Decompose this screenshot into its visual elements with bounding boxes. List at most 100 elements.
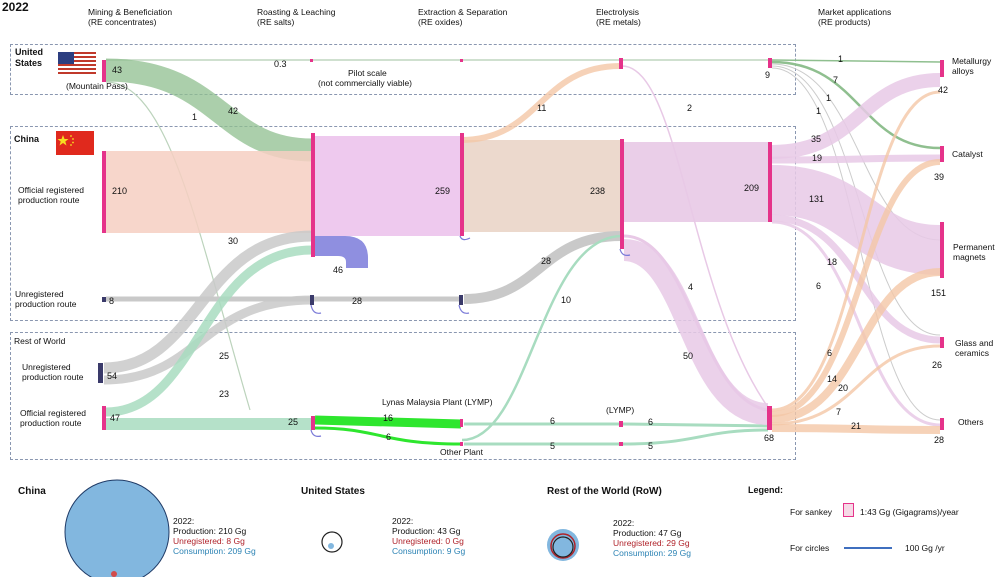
product-value-glass: 26 bbox=[932, 360, 943, 370]
legend-sankey-scale: 1:43 Gg (Gigagrams)/year bbox=[860, 507, 959, 517]
flow-loss bbox=[315, 236, 368, 268]
product-value-others: 28 bbox=[934, 435, 945, 445]
label-lynas: Lynas Malaysia Plant (LYMP) bbox=[382, 397, 493, 407]
legend-circle-line bbox=[844, 547, 892, 549]
flow-label: 43 bbox=[112, 65, 123, 75]
region-label-china: China bbox=[14, 134, 40, 144]
sankey-diagram bbox=[56, 52, 944, 446]
row-circle bbox=[547, 529, 579, 561]
flow-label: 28 bbox=[352, 296, 363, 306]
node-unreg-roast bbox=[310, 295, 314, 305]
summary-us: 2022: Production: 43 Gg Unregistered: 0 … bbox=[392, 516, 466, 556]
node-china-elec bbox=[620, 139, 624, 249]
flow-china-sep bbox=[464, 140, 621, 232]
flow-label: 209 bbox=[744, 183, 760, 193]
stage-header-extraction: Extraction & Separation(RE oxides) bbox=[418, 7, 508, 27]
flow-label: 7 bbox=[833, 75, 839, 85]
flow-label: 6 bbox=[648, 417, 654, 427]
flow-r-oth bbox=[771, 424, 941, 434]
flow-label: 7 bbox=[836, 407, 842, 417]
node-row-official bbox=[102, 406, 106, 430]
flow-label: 6 bbox=[550, 416, 556, 426]
flow-row-unreg-flow bbox=[103, 295, 313, 385]
flow-label: 1 bbox=[192, 112, 198, 122]
flow-label: 2 bbox=[687, 103, 693, 113]
node-china-products bbox=[768, 142, 772, 222]
flow-us-cat bbox=[771, 60, 941, 150]
label-pilot-2: (not commercially viable) bbox=[318, 78, 412, 88]
flow-label: 11 bbox=[537, 103, 547, 113]
flow-label: 16 bbox=[383, 413, 394, 423]
region-label-us: United States bbox=[15, 47, 43, 68]
legend-sankey-swatch bbox=[843, 503, 854, 517]
node-lynas bbox=[460, 419, 463, 427]
node-others bbox=[940, 418, 944, 430]
flow-label: 47 bbox=[110, 413, 121, 423]
flow-china-sep-to-row bbox=[622, 239, 770, 425]
flow-unreg-to-elec bbox=[463, 231, 622, 304]
flow-label: 50 bbox=[683, 351, 694, 361]
flow-label: 5 bbox=[648, 441, 654, 451]
flow-label: 68 bbox=[764, 433, 775, 443]
node-us-roast bbox=[310, 59, 313, 62]
flow-china-roast bbox=[315, 136, 461, 236]
node-glass bbox=[940, 337, 944, 348]
product-value-catalyst: 39 bbox=[934, 172, 945, 182]
us-flag-icon bbox=[58, 52, 96, 76]
flow-c-met bbox=[771, 73, 941, 159]
summary-row: 2022: Production: 47 Gg Unregistered: 29… bbox=[613, 518, 691, 558]
label-lymp: (LYMP) bbox=[606, 405, 635, 415]
flow-r-cat bbox=[771, 159, 941, 417]
node-us-sep bbox=[460, 59, 463, 62]
flow-label: 210 bbox=[112, 186, 128, 196]
node-china-sep bbox=[460, 133, 464, 236]
product-label-others: Others bbox=[958, 417, 984, 427]
node-china-unreg bbox=[102, 297, 106, 302]
node-magnets bbox=[940, 222, 944, 278]
legend-circle-scale: 100 Gg /yr bbox=[905, 543, 945, 553]
summary-title-china: China bbox=[18, 486, 46, 497]
flow-us-elec-to-row bbox=[621, 65, 771, 411]
flow-label: 14 bbox=[827, 374, 838, 384]
year-title: 2022 bbox=[2, 0, 29, 14]
node-metallurgy bbox=[940, 60, 944, 77]
node-catalyst bbox=[940, 146, 944, 162]
flow-label: 46 bbox=[333, 265, 344, 275]
flow-label: 0.3 bbox=[274, 59, 287, 69]
node-lymp bbox=[619, 421, 623, 427]
flow-r-glass bbox=[771, 344, 941, 426]
node-unreg-sep bbox=[459, 295, 463, 305]
legend-circle-label: For circles bbox=[790, 543, 830, 553]
node-china-mining bbox=[102, 151, 106, 233]
flow-label: 10 bbox=[561, 295, 572, 305]
flow-lynas bbox=[314, 415, 462, 429]
flow-label: 6 bbox=[827, 348, 833, 358]
flow-label: 6 bbox=[386, 432, 392, 442]
flow-china-mine bbox=[106, 151, 312, 233]
flow-china-to-us-elec bbox=[460, 63, 621, 143]
flow-label: 8 bbox=[109, 296, 115, 306]
flow-label: 9 bbox=[765, 70, 771, 80]
region-label-row: Rest of World bbox=[14, 336, 66, 346]
flow-c-oth bbox=[771, 220, 941, 427]
flow-label: 18 bbox=[827, 257, 838, 267]
flow-us-met bbox=[771, 59, 941, 63]
region-box-us bbox=[10, 44, 796, 95]
summary-title-us: United States bbox=[301, 486, 365, 497]
node-us-mining bbox=[102, 60, 106, 82]
flow-label: 238 bbox=[590, 186, 606, 196]
flow-label: 1 bbox=[838, 54, 844, 64]
node-row-unreg bbox=[98, 363, 103, 383]
flow-label: 4 bbox=[688, 282, 694, 292]
node-china-roast bbox=[311, 133, 315, 257]
flow-label: 28 bbox=[541, 256, 552, 266]
summary-title-row: Rest of the World (RoW) bbox=[547, 486, 662, 497]
flow-label: 25 bbox=[288, 417, 299, 427]
node-other-plant bbox=[460, 442, 463, 446]
region-box-row bbox=[10, 332, 796, 460]
